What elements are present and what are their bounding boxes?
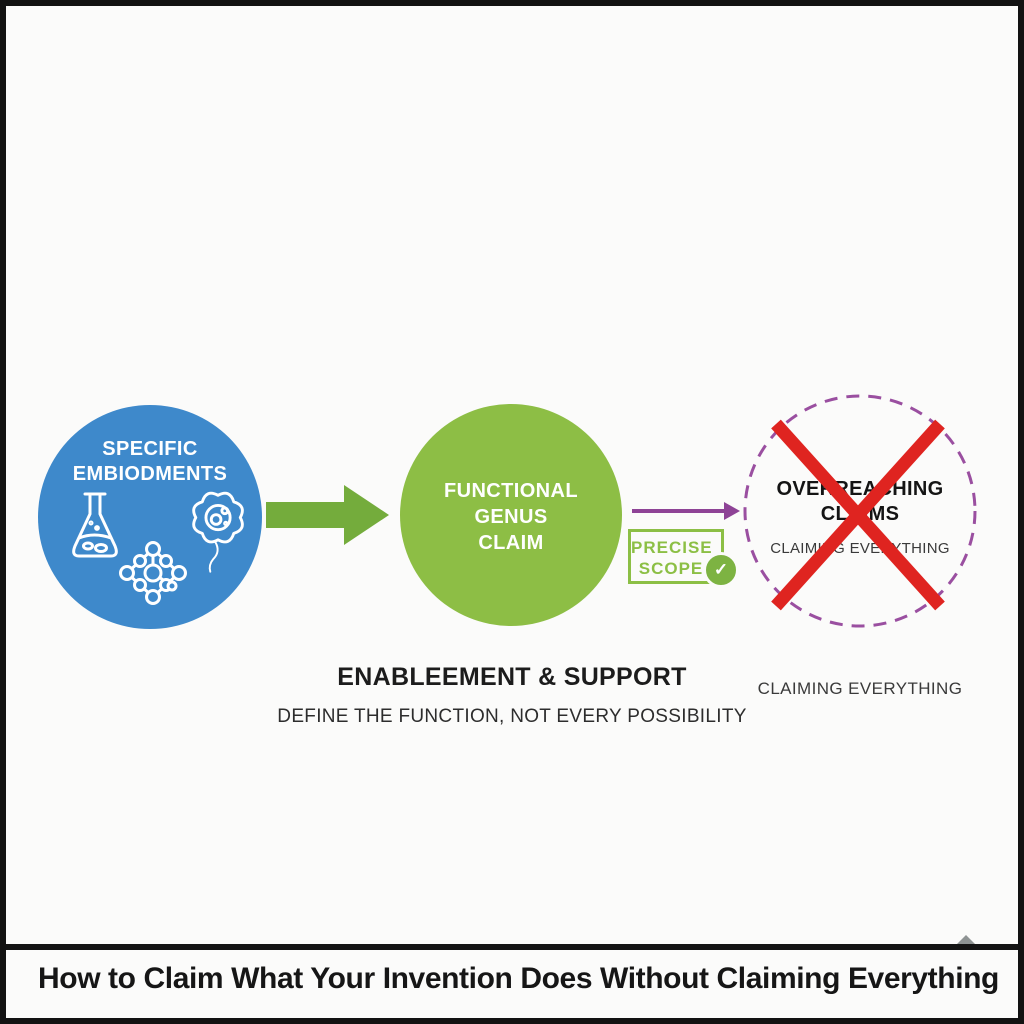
overreaching-dashed-circle bbox=[743, 394, 977, 628]
flow-arrow-icon bbox=[266, 485, 389, 545]
overreach-arrow-icon bbox=[632, 502, 740, 520]
functional-line3: CLAIM bbox=[478, 532, 544, 554]
precise-scope-badge: PRECISE SCOPE bbox=[628, 529, 724, 584]
specific-embodiments-circle: SPECIFIC EMBIODMENTS bbox=[38, 405, 262, 629]
functional-genus-claim-label: FUNCTIONAL GENUS CLAIM bbox=[400, 478, 622, 556]
cell-icon bbox=[192, 491, 244, 573]
claiming-everything-caption: CLAIMING EVERYTHING bbox=[757, 679, 963, 698]
functional-genus-claim-circle: FUNCTIONAL GENUS CLAIM bbox=[400, 404, 622, 626]
page-title: How to Claim What Your Invention Does Wi… bbox=[38, 962, 999, 995]
checkmark-icon: ✓ bbox=[703, 552, 739, 588]
separator-notch-icon bbox=[957, 935, 975, 944]
red-cross-icon bbox=[771, 419, 945, 611]
enablement-heading: ENABLEEMENT & SUPPORT bbox=[337, 663, 687, 691]
define-function-subheading: DEFINE THE FUNCTION, NOT EVERY POSSIBILI… bbox=[277, 706, 747, 727]
functional-line2: GENUS bbox=[474, 506, 548, 528]
specific-embodiments-label: SPECIFIC EMBIODMENTS bbox=[38, 437, 262, 487]
overreaching-subtitle: CLAIMING EVERYTHING bbox=[770, 540, 950, 557]
overreaching-claims-label: OVERREACHING CLAIMS CLAIMING EVERYTHING bbox=[760, 477, 960, 557]
precise-scope-line2: SCOPE bbox=[638, 559, 704, 578]
overreaching-line1: OVERREACHING bbox=[776, 478, 944, 500]
precise-scope-line1: PRECISE bbox=[631, 538, 713, 557]
specific-embodiments-line2: EMBIODMENTS bbox=[72, 463, 228, 485]
checkmark-glyph: ✓ bbox=[713, 560, 729, 579]
footer-separator bbox=[0, 944, 1024, 950]
molecule-icon bbox=[119, 541, 187, 605]
flask-icon bbox=[72, 492, 118, 558]
functional-line1: FUNCTIONAL bbox=[444, 480, 578, 502]
specific-embodiments-line1: SPECIFIC bbox=[102, 438, 198, 460]
